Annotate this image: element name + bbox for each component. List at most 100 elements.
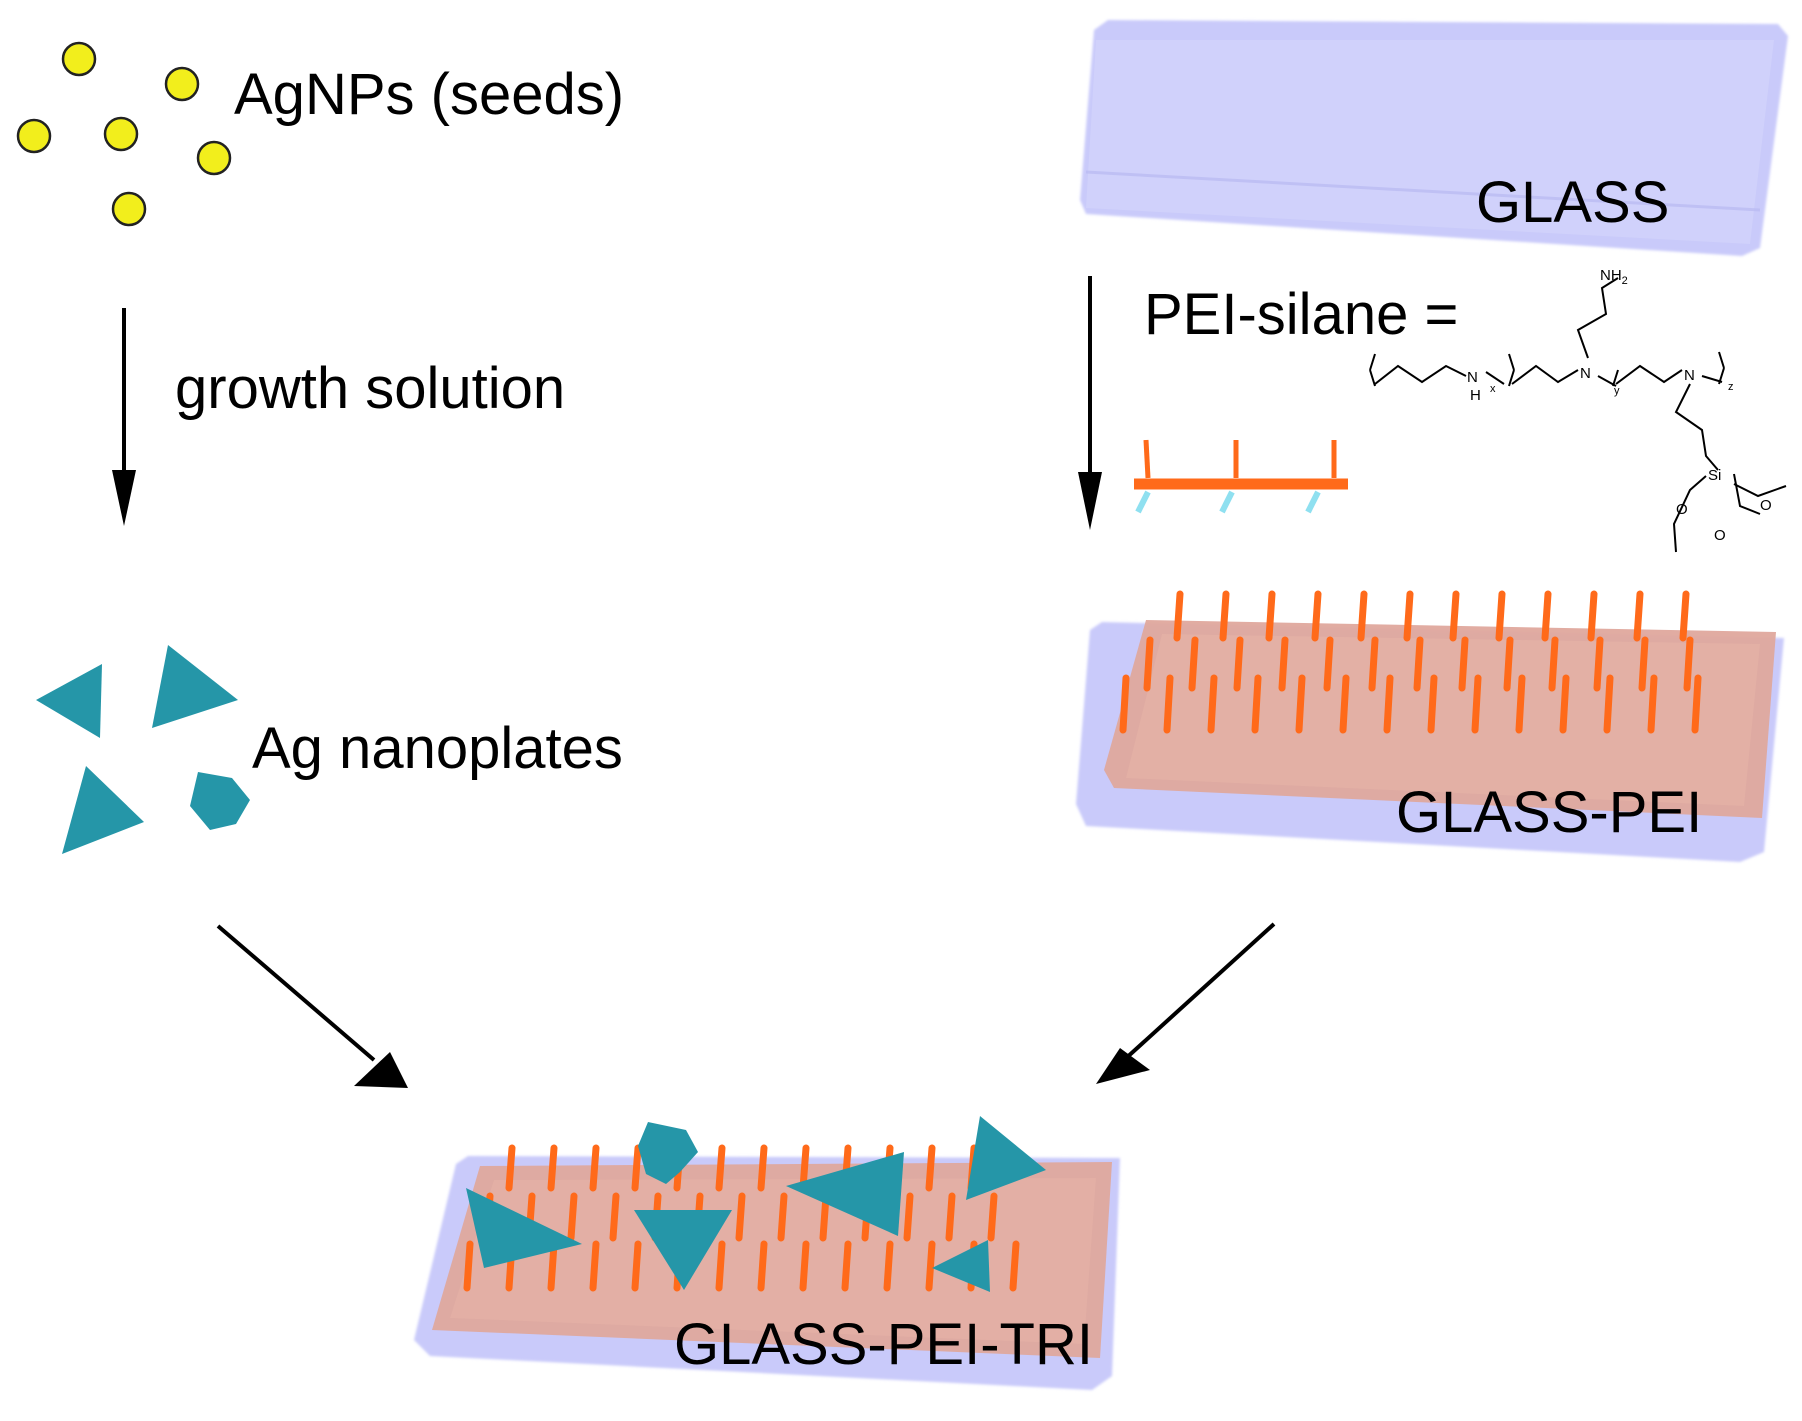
pei-chain-rod bbox=[1323, 636, 1334, 692]
ag-nanoplates bbox=[36, 645, 250, 854]
nanoplate-triangle bbox=[36, 664, 102, 738]
pei-chains bbox=[1119, 590, 1702, 734]
pei-chain-rod bbox=[883, 1240, 894, 1292]
nanoplate-triangle bbox=[466, 1188, 582, 1268]
pei-chain-rod bbox=[1009, 1240, 1020, 1292]
glass-pei-tri-label: GLASS-PEI-TRI bbox=[674, 1312, 1093, 1377]
pei-chain-rod bbox=[567, 1192, 578, 1242]
pei-chain-rod bbox=[547, 1144, 558, 1192]
glass-pei-tri-slide bbox=[414, 1116, 1120, 1390]
o-atom-1: O bbox=[1676, 501, 1688, 518]
pei-chain-rod bbox=[987, 1192, 998, 1242]
nh-hydrogen: H bbox=[1470, 387, 1481, 404]
adsorbed-nanoplates bbox=[466, 1116, 1046, 1292]
pei-chain-rod bbox=[1503, 636, 1514, 692]
pei-chain-rod bbox=[1427, 674, 1438, 734]
pei-silane-structure bbox=[1369, 277, 1787, 553]
pei-silane-atoms: NH2 N H x N y N z Si O O O bbox=[1467, 267, 1772, 544]
pei-chain-rod bbox=[589, 1144, 600, 1192]
pei-chain-rod bbox=[841, 1240, 852, 1292]
pei-chain-rod bbox=[715, 1144, 726, 1192]
seed-particle bbox=[61, 41, 97, 77]
z-subscript: z bbox=[1728, 381, 1734, 393]
x-subscript: x bbox=[1490, 383, 1496, 395]
glass-pei-label: GLASS-PEI bbox=[1396, 780, 1702, 845]
pei-chain-rod bbox=[1633, 590, 1644, 642]
pei-chain-rod bbox=[925, 1144, 936, 1192]
pei-chain-rod bbox=[1458, 636, 1469, 692]
pei-silane-icon bbox=[1134, 439, 1348, 514]
nanoplate-triangle bbox=[786, 1152, 904, 1236]
pei-chain-rod bbox=[1515, 674, 1526, 734]
o-atom-2: O bbox=[1714, 527, 1726, 544]
pei-chain-rod bbox=[547, 1240, 558, 1292]
seed-particle bbox=[164, 66, 200, 102]
pei-chain-rod bbox=[1251, 674, 1262, 734]
pei-chain-rod bbox=[1403, 590, 1414, 642]
pei-chain-rod bbox=[1603, 674, 1614, 734]
right-merge-arrow bbox=[1096, 922, 1276, 1084]
seed-particle bbox=[196, 140, 232, 176]
pei-chain-rod bbox=[735, 1192, 746, 1242]
n-atom-silane: N bbox=[1684, 367, 1695, 384]
pei-chain-rod bbox=[925, 1240, 936, 1292]
pei-chain-rod bbox=[757, 1240, 768, 1292]
n-atom-branch: N bbox=[1580, 365, 1591, 382]
pei-chain-rod bbox=[1449, 590, 1460, 642]
nanoplate-triangle bbox=[62, 766, 144, 854]
pei-chain-rod bbox=[1219, 590, 1230, 642]
glass-label: GLASS bbox=[1476, 170, 1669, 235]
pei-chain-rod bbox=[757, 1144, 768, 1192]
seeds-label: AgNPs (seeds) bbox=[234, 62, 624, 127]
pei-chain-rod bbox=[463, 1240, 474, 1292]
pei-chain-rod bbox=[1357, 590, 1368, 642]
pei-chain-rod bbox=[1233, 636, 1244, 692]
pei-chain-rod bbox=[1638, 636, 1649, 692]
pei-chain-rod bbox=[1311, 590, 1322, 642]
pei-chain-rod bbox=[1163, 674, 1174, 734]
pei-chain-rod bbox=[1119, 674, 1130, 734]
nanoplate-triangle bbox=[932, 1240, 990, 1292]
pei-chain-rod bbox=[1143, 636, 1154, 692]
pei-chain-rod bbox=[1679, 590, 1690, 642]
seed-particle bbox=[16, 118, 52, 154]
pei-chain-rod bbox=[1593, 636, 1604, 692]
pei-chain-rod bbox=[505, 1144, 516, 1192]
pei-chain-rod bbox=[1413, 636, 1424, 692]
pei-chain-rod bbox=[1541, 590, 1552, 642]
agnp-seeds bbox=[16, 41, 232, 227]
si-atom: Si bbox=[1708, 467, 1721, 484]
pei-chain-rod bbox=[1559, 674, 1570, 734]
seed-particle bbox=[111, 191, 147, 227]
growth-solution-label: growth solution bbox=[175, 356, 565, 421]
nanoplate-triangle bbox=[634, 1210, 732, 1290]
ag-nanoplates-label: Ag nanoplates bbox=[252, 716, 623, 781]
pei-chain-rod bbox=[1691, 674, 1702, 734]
seed-particle bbox=[103, 116, 139, 152]
pei-chain-rod bbox=[589, 1240, 600, 1292]
nanoplate-hexagon bbox=[190, 772, 250, 830]
left-merge-arrow bbox=[216, 924, 408, 1088]
nanoplate-triangle bbox=[152, 645, 238, 728]
pei-chain-rod bbox=[631, 1144, 642, 1192]
functionalization-arrow bbox=[1078, 276, 1102, 530]
o-atom-3: O bbox=[1760, 497, 1772, 514]
pei-chain-rod bbox=[631, 1240, 642, 1292]
pei-chain-rod bbox=[1495, 590, 1506, 642]
pei-chain-rod bbox=[1587, 590, 1598, 642]
pei-chain-rod bbox=[945, 1192, 956, 1242]
pei-chain-rod bbox=[1188, 636, 1199, 692]
nanoplate-hexagon bbox=[638, 1122, 698, 1184]
pei-chain-rod bbox=[1683, 636, 1694, 692]
pei-chain-rod bbox=[1278, 636, 1289, 692]
nanoplate-triangle bbox=[966, 1116, 1046, 1200]
pei-chain-rod bbox=[1173, 590, 1184, 642]
glass-pei-slide bbox=[1076, 590, 1784, 862]
pei-chain-rod bbox=[609, 1192, 620, 1242]
glass-slide bbox=[1080, 20, 1788, 256]
growth-arrow bbox=[112, 308, 136, 526]
pei-chain-rod bbox=[777, 1192, 788, 1242]
pei-chain-rod bbox=[1295, 674, 1306, 734]
pei-chain-rod bbox=[1647, 674, 1658, 734]
